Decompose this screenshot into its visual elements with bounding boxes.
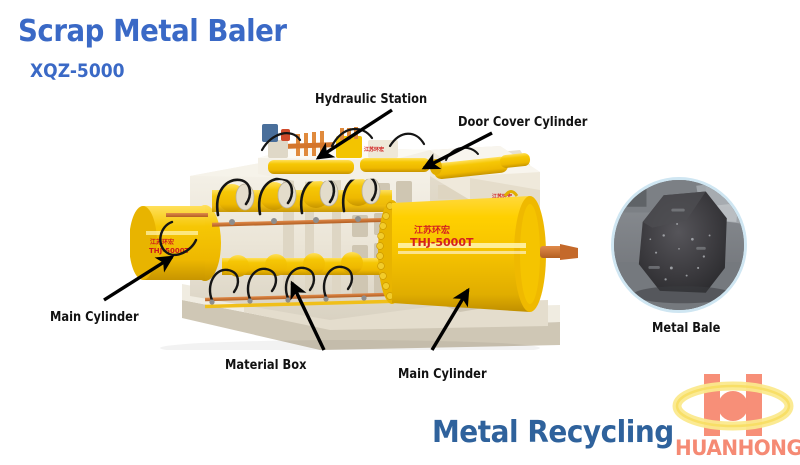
svg-text:THJ-5000T: THJ-5000T — [149, 247, 190, 255]
callout-metal-bale: Metal Bale — [652, 321, 721, 336]
arrow-hydraulic-station — [315, 108, 393, 160]
page-title: Scrap Metal Baler — [18, 14, 287, 49]
metal-bale-image — [614, 180, 744, 310]
arrow-main-cylinder-left — [103, 255, 175, 302]
svg-text:江苏环宏: 江苏环宏 — [414, 224, 450, 236]
company-logo: HUANHONG — [672, 374, 800, 460]
arrow-main-cylinder-bottom — [430, 287, 470, 351]
callout-main-cylinder-left: Main Cylinder — [50, 310, 139, 325]
footer-title: Metal Recycling — [432, 415, 674, 450]
svg-text:THJ-5000T: THJ-5000T — [410, 236, 474, 249]
svg-text:江苏环宏: 江苏环宏 — [364, 146, 384, 153]
model-number: XQZ-5000 — [30, 60, 125, 82]
huanhong-mark-icon — [672, 374, 794, 436]
arrow-material-box — [290, 280, 326, 351]
svg-text:江苏环宏: 江苏环宏 — [492, 193, 512, 200]
callout-hydraulic-station: Hydraulic Station — [315, 92, 428, 107]
svg-text:江苏环宏: 江苏环宏 — [150, 238, 174, 246]
metal-bale-photo — [611, 177, 747, 313]
callout-main-cylinder-bottom: Main Cylinder — [398, 367, 487, 382]
callout-door-cover-cylinder: Door Cover Cylinder — [458, 115, 588, 130]
callout-material-box: Material Box — [225, 358, 307, 373]
arrow-door-cover-cylinder — [421, 131, 493, 170]
logo-wordmark: HUANHONG — [675, 436, 800, 460]
